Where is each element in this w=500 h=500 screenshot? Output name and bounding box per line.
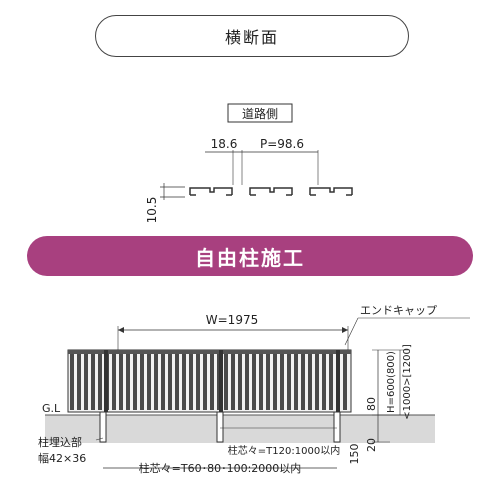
fence-slat: [175, 352, 179, 410]
inner-pitch-label: 柱芯々=T120:1000以内: [228, 444, 340, 457]
road-side-label: 道路側: [242, 106, 278, 121]
slat-profile: [249, 187, 293, 195]
fence-slat: [182, 352, 186, 410]
fence-slat: [84, 352, 88, 410]
fence-slat: [154, 352, 158, 410]
post-leader: [95, 437, 104, 441]
fence-slat: [294, 352, 298, 410]
elevation-diagram: G.L W=1975 エンドキャップ 柱埋込部 幅42×36 柱芯々=T60･8…: [38, 304, 470, 475]
slat-profile: [189, 187, 233, 195]
section-title: 横断面: [95, 15, 409, 57]
post: [336, 350, 340, 412]
fence-slat: [343, 352, 347, 410]
fence-slat: [315, 352, 319, 410]
dim-80: 80: [365, 397, 378, 411]
dim-20: 20: [365, 438, 378, 452]
fence-slat: [196, 352, 200, 410]
fence-slat: [161, 352, 165, 410]
arrowhead: [118, 327, 124, 333]
top-rail: [68, 350, 351, 354]
cross-section-diagram: 道路側 18.6 P=98.6 10.5: [145, 103, 353, 224]
fence-slat: [280, 352, 284, 410]
pitch-dimension: P=98.6: [260, 137, 304, 151]
dim-150: 150: [348, 444, 361, 465]
fence-slat: [140, 352, 144, 410]
post: [104, 350, 108, 412]
fence-slat: [238, 352, 242, 410]
fence-slats: [70, 352, 347, 410]
post: [219, 350, 223, 412]
fence-slat: [252, 352, 256, 410]
fence-slat: [224, 352, 228, 410]
fence-slat: [245, 352, 249, 410]
fence-slat: [273, 352, 277, 410]
fence-slat: [210, 352, 214, 410]
post-size-label: 幅42×36: [38, 452, 86, 465]
fence-slat: [168, 352, 172, 410]
arrowhead: [342, 327, 348, 333]
fence-slat: [266, 352, 270, 410]
end-cap-leader: [344, 317, 359, 346]
fence-slat: [189, 352, 193, 410]
post: [333, 411, 341, 443]
fence-slat: [98, 352, 102, 410]
fence-slat: [77, 352, 81, 410]
end-cap-label: エンドキャップ: [360, 304, 437, 317]
height-label-alt: <1000>[1200]: [402, 344, 413, 420]
post: [216, 411, 224, 443]
width-label: W=1975: [206, 313, 258, 327]
fence-slat: [126, 352, 130, 410]
fence-slat: [301, 352, 305, 410]
fence-slat: [308, 352, 312, 410]
post-pitch-label: 柱芯々=T60･80･100:2000以内: [139, 461, 302, 475]
post: [99, 411, 107, 443]
fence-slat: [112, 352, 116, 410]
fence-slat: [147, 352, 151, 410]
fence-slat: [259, 352, 263, 410]
fence-slat: [322, 352, 326, 410]
ground-area: [45, 415, 435, 443]
fence-slat: [231, 352, 235, 410]
fence-slat: [203, 352, 207, 410]
fence-slat: [91, 352, 95, 410]
fence-slat: [70, 352, 74, 410]
height-label: H=600(800): [386, 351, 397, 413]
road-side-box: [227, 103, 293, 123]
gl-label: G.L: [42, 402, 61, 415]
slat-profile: [309, 187, 353, 195]
gap-dimension: 18.6: [211, 137, 238, 151]
fence-slat: [119, 352, 123, 410]
fence-slat: [287, 352, 291, 410]
installation-banner: 自由柱施工: [27, 236, 473, 276]
post-embed-label: 柱埋込部: [38, 435, 82, 449]
fence-slat: [329, 352, 333, 410]
height-dimension: 10.5: [145, 197, 159, 224]
fence-slat: [133, 352, 137, 410]
